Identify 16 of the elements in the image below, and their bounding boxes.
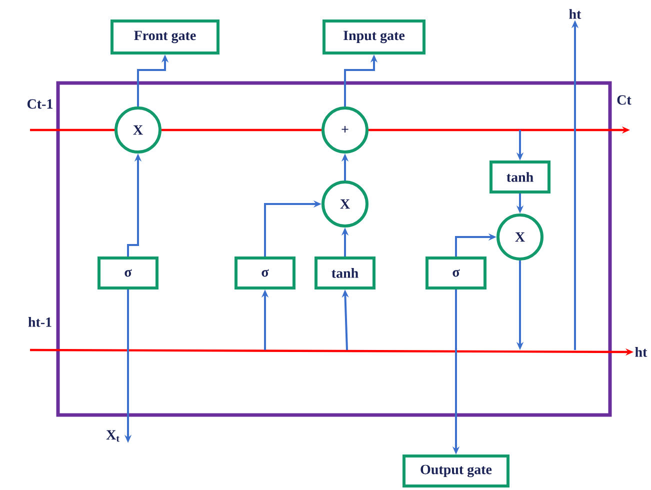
gate-box: Input gate: [322, 20, 426, 54]
signal-label: ht: [569, 9, 582, 19]
line-label: Ct: [617, 95, 632, 105]
function-box: σ: [98, 256, 158, 290]
gate-box: Output gate: [402, 454, 510, 488]
function-box: σ: [234, 256, 296, 290]
function-box: tanh: [314, 256, 376, 290]
signal-line: [30, 128, 114, 132]
signal-line: [162, 128, 322, 132]
line-label: Ct-1: [27, 99, 52, 109]
line-label: ht-1: [28, 317, 52, 327]
function-box: σ: [426, 256, 486, 290]
signal-label: ht: [635, 347, 648, 357]
gate-box: Front gate: [110, 20, 220, 54]
function-box: tanh: [490, 160, 550, 194]
signal-label: X$_{t}$: [106, 430, 120, 442]
